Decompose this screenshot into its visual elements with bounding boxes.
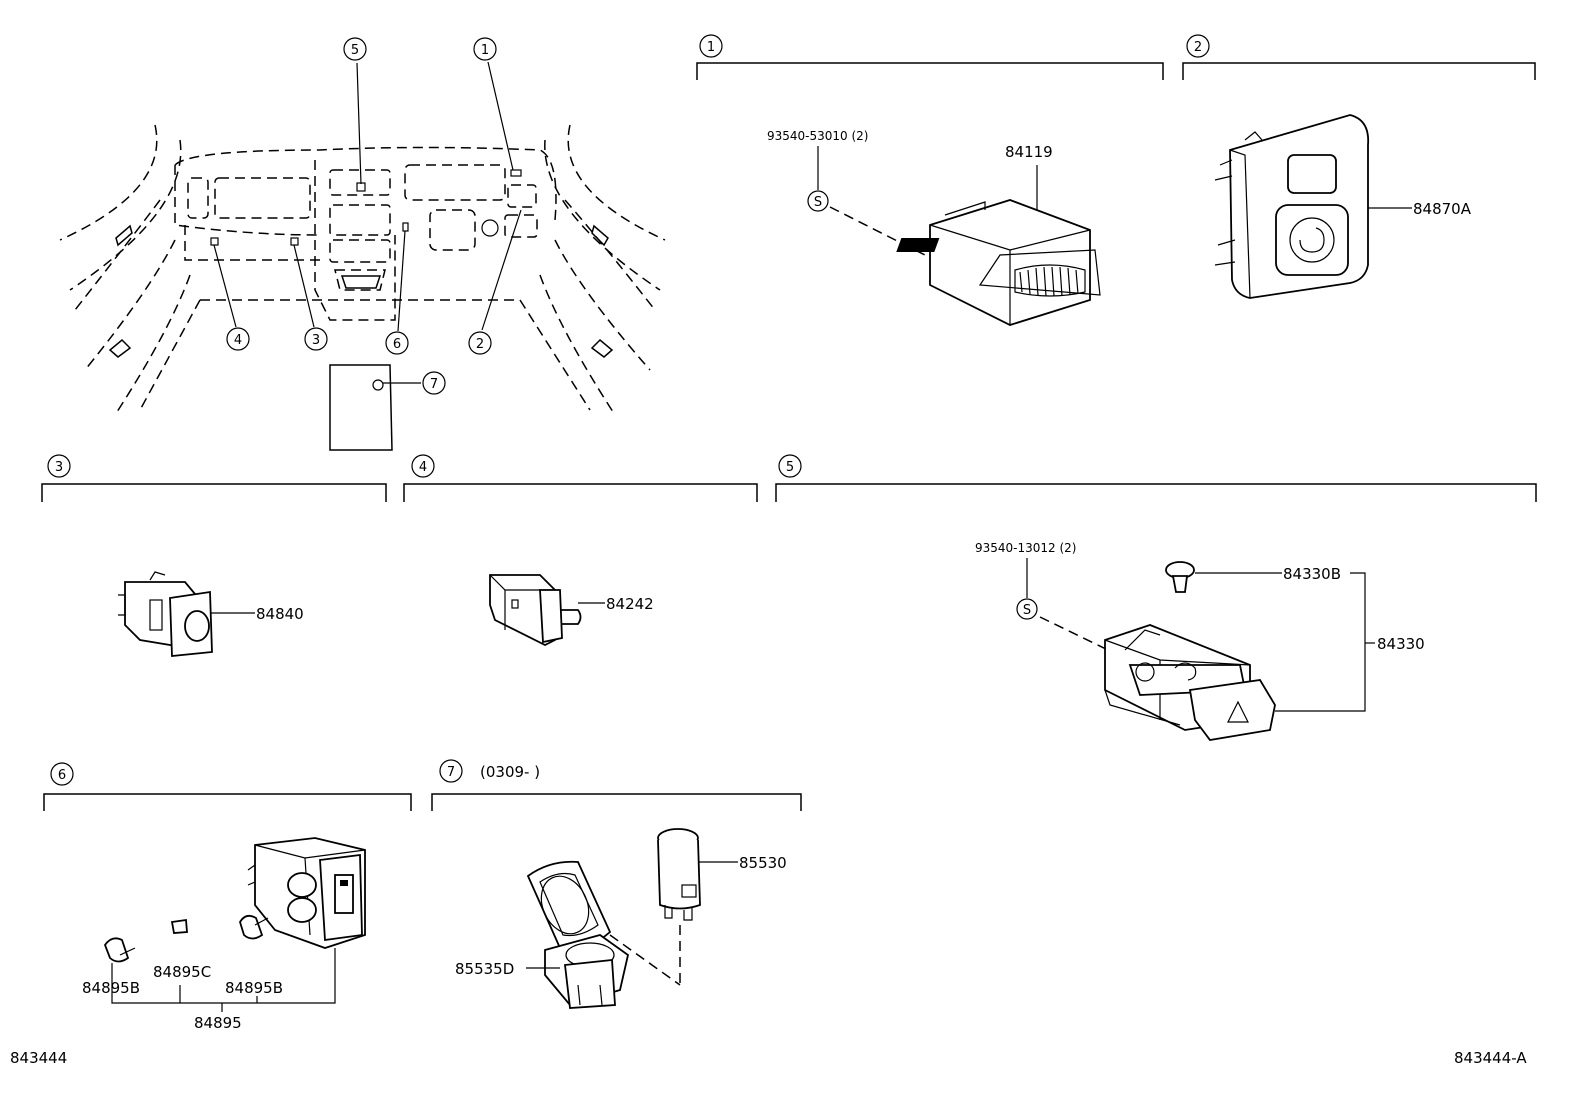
part-84119-drawing	[896, 199, 1101, 326]
part-84895C-drawing	[170, 918, 188, 934]
svg-text:3: 3	[312, 333, 320, 348]
section-2: 2 84870A	[1182, 34, 1536, 299]
callout-overview-7: 7	[422, 371, 446, 395]
svg-text:S: S	[1023, 603, 1031, 618]
svg-text:2: 2	[476, 337, 484, 352]
svg-text:4: 4	[234, 333, 242, 348]
callout-overview-4: 4	[226, 327, 250, 351]
section-5-bracket	[775, 483, 1537, 502]
part-84895B-right-drawing	[239, 914, 269, 940]
diagram-code-right: 843444-A	[1454, 1049, 1527, 1067]
part-84330: 84330	[1377, 635, 1425, 653]
section-2-number: 2	[1194, 40, 1202, 55]
section-3-number-circle	[47, 454, 71, 478]
part-84840-drawing	[118, 571, 213, 657]
callout-overview-6: 6	[385, 331, 409, 355]
section-7-number: 7	[447, 765, 455, 780]
screw-symbol-1	[807, 190, 829, 212]
part-93540-53010: 93540-53010 (2)	[767, 129, 869, 143]
part-84895: 84895	[194, 1014, 242, 1032]
callout-overview-2: 2	[468, 331, 492, 355]
part-84870A: 84870A	[1413, 200, 1472, 218]
part-84840: 84840	[256, 605, 304, 623]
section-4-number-circle	[411, 454, 435, 478]
part-85535D-drawing	[526, 860, 630, 1009]
part-84895C: 84895C	[153, 963, 211, 981]
section-1: 1 93540-53010 (2) S 84119	[696, 34, 1164, 326]
section-1-bracket	[696, 62, 1164, 80]
section-7-bracket	[431, 793, 802, 811]
section-6: 6 84895B 84895C 84895B	[43, 762, 412, 1032]
section-1-number: 1	[707, 40, 715, 55]
screw-symbol-5	[1016, 598, 1038, 620]
svg-text:5: 5	[351, 43, 359, 58]
section-7-note: (0309- )	[480, 763, 540, 781]
section-7-number-circle	[439, 759, 463, 783]
dashboard-overview	[59, 61, 666, 451]
section-5-number-circle	[778, 454, 802, 478]
part-85530-drawing	[657, 828, 701, 921]
part-84242: 84242	[606, 595, 654, 613]
section-2-bracket	[1182, 62, 1536, 80]
section-6-number-circle	[50, 762, 74, 786]
part-84330-drawing	[1104, 624, 1276, 741]
section-5: 5 93540-13012 (2) S 84330B 84330	[775, 454, 1537, 741]
part-84895-switch-drawing	[247, 837, 366, 949]
part-85530: 85530	[739, 854, 787, 872]
part-84119: 84119	[1005, 143, 1053, 161]
svg-text:7: 7	[430, 377, 438, 392]
svg-text:1: 1	[481, 43, 489, 58]
part-84895B-right: 84895B	[225, 979, 283, 997]
section-4-bracket	[403, 483, 758, 502]
section-3: 3 84840	[41, 454, 387, 657]
part-84330B-drawing	[1165, 561, 1195, 593]
section-3-number: 3	[55, 460, 63, 475]
part-84895B-left: 84895B	[82, 979, 140, 997]
section-2-number-circle	[1186, 34, 1210, 58]
callout-overview-3: 3	[304, 327, 328, 351]
section-6-bracket	[43, 793, 412, 811]
part-84870A-drawing	[1214, 114, 1370, 299]
callout-overview-5: 5	[343, 37, 367, 61]
svg-text:6: 6	[393, 337, 401, 352]
section-4: 4 84242	[403, 454, 758, 647]
section-5-number: 5	[786, 460, 794, 475]
part-84242-drawing	[489, 574, 582, 647]
section-1-number-circle	[699, 34, 723, 58]
diagram-code-left: 843444	[10, 1049, 67, 1067]
section-6-number: 6	[58, 768, 66, 783]
section-7: 7 (0309- ) 85530 85535D	[431, 759, 802, 1009]
section-4-number: 4	[419, 460, 427, 475]
svg-text:S: S	[814, 195, 822, 210]
part-84895B-left-drawing	[103, 937, 136, 963]
callout-overview-1: 1	[473, 37, 497, 61]
part-93540-13012: 93540-13012 (2)	[975, 541, 1077, 555]
part-85535D: 85535D	[455, 960, 514, 978]
part-84330B: 84330B	[1283, 565, 1341, 583]
section-3-bracket	[41, 483, 387, 502]
